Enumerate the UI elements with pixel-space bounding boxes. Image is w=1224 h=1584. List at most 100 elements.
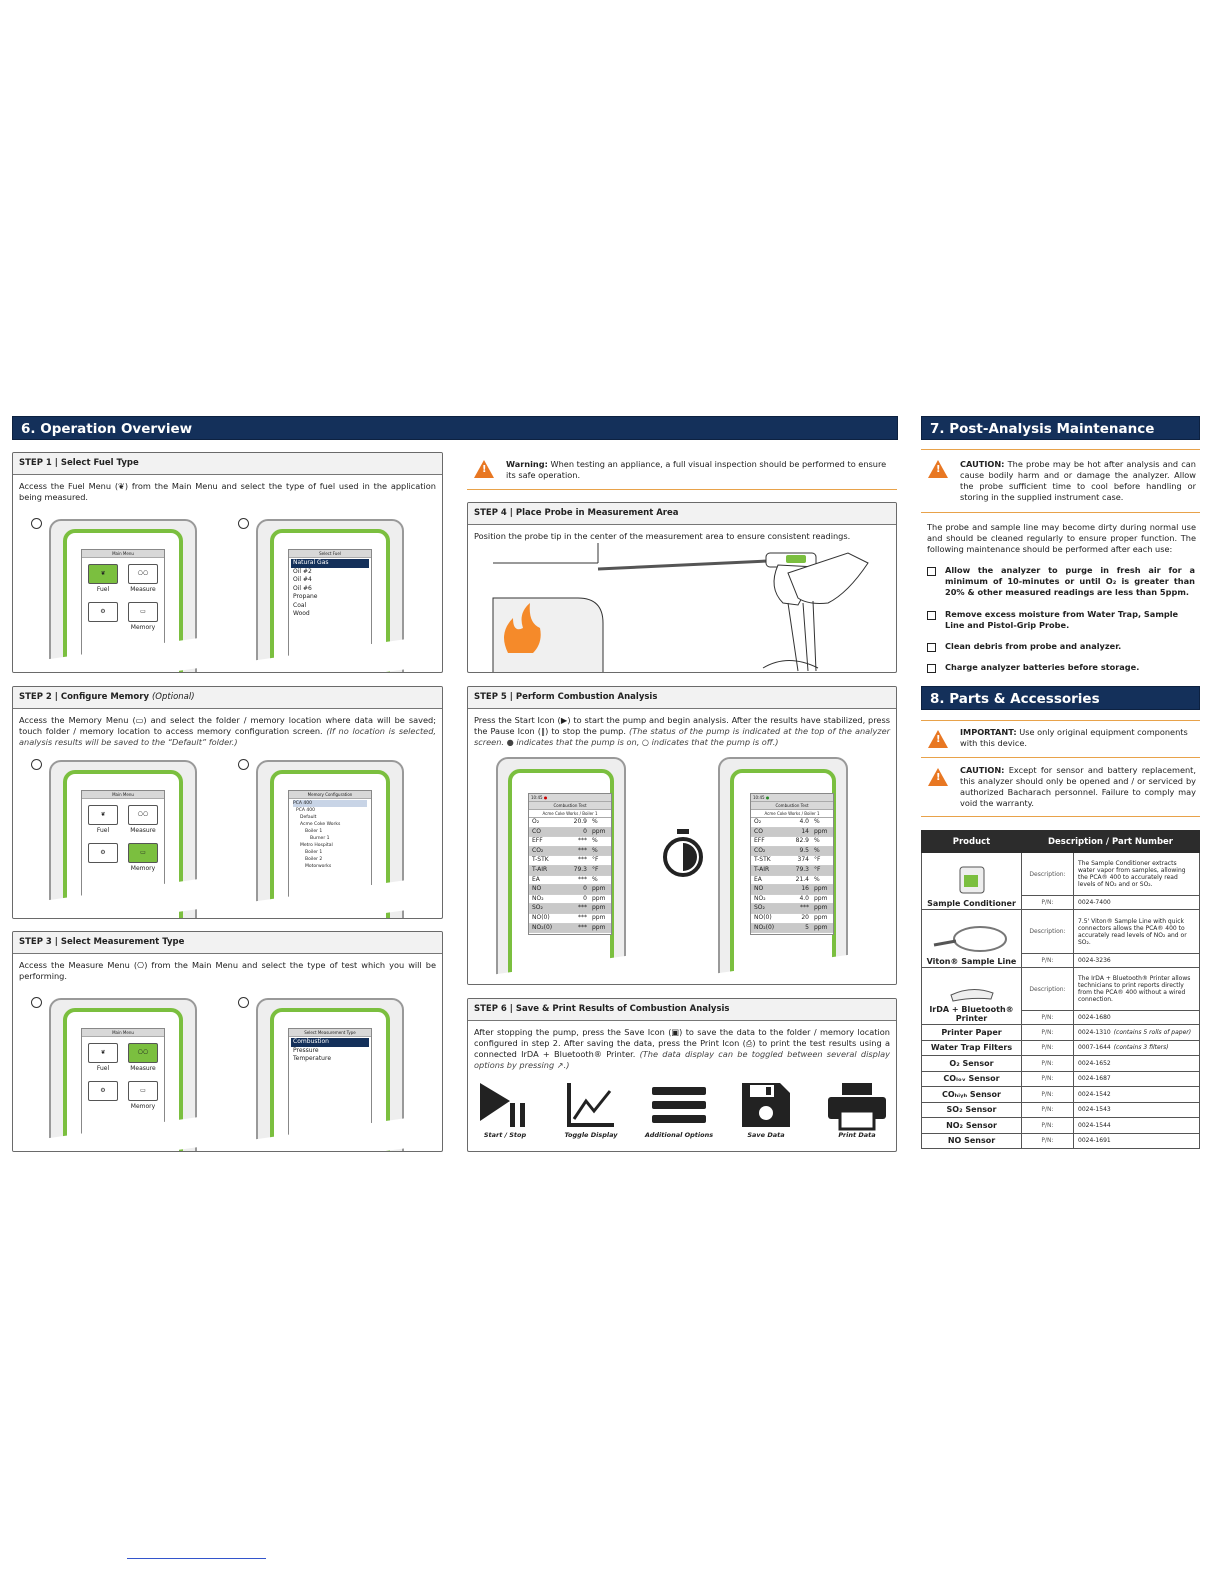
step1-radio-b[interactable] bbox=[238, 518, 249, 529]
probe-illustration bbox=[492, 543, 869, 672]
measurement-list: Combustion Pressure Temperature bbox=[289, 1037, 371, 1065]
chart-icon[interactable]: ↗ bbox=[762, 934, 772, 935]
measure-tile[interactable]: ⎔⎔ bbox=[128, 1043, 158, 1063]
footer-link-underline[interactable] bbox=[127, 1558, 266, 1559]
reading-label: EA bbox=[532, 875, 540, 883]
caution2-rule-bottom bbox=[921, 816, 1200, 817]
screen-title: Main Menu bbox=[82, 791, 164, 799]
tree-root[interactable]: PCA 400 bbox=[293, 800, 367, 807]
reading-unit: ppm bbox=[814, 894, 828, 902]
product-name: SO₂ Sensor bbox=[921, 1101, 1022, 1118]
fuel-option[interactable]: Coal bbox=[293, 601, 307, 609]
parts-header-row: Product Description / Part Number bbox=[921, 830, 1200, 853]
reading-row: T-STK***°F bbox=[529, 856, 611, 866]
reading-unit: % bbox=[592, 818, 598, 825]
fuel-tile[interactable]: ❦ bbox=[88, 805, 118, 825]
fuel-option[interactable]: Oil #2 bbox=[293, 567, 312, 575]
step6-box: STEP 6 | Save & Print Results of Combust… bbox=[467, 998, 897, 1152]
fuel-option[interactable]: Wood bbox=[293, 610, 310, 617]
reading-unit: ppm bbox=[592, 885, 606, 893]
reading-value: 4.0 bbox=[799, 818, 809, 825]
checklist-box[interactable] bbox=[927, 664, 936, 673]
save-icon[interactable]: ▣ bbox=[562, 934, 573, 935]
tree-node[interactable]: Metro Hospital bbox=[300, 843, 333, 848]
reading-value: *** bbox=[578, 856, 587, 864]
checklist-box[interactable] bbox=[927, 611, 936, 620]
reading-label: T-AIR bbox=[754, 865, 770, 873]
tree-node[interactable]: Acme Coke Works bbox=[300, 822, 341, 827]
fuel-tile[interactable]: ❦ bbox=[88, 564, 118, 584]
settings-tile[interactable]: ⚙ bbox=[88, 602, 118, 622]
checklist-box[interactable] bbox=[927, 567, 936, 576]
step6-title: STEP 6 | Save & Print Results of Combust… bbox=[468, 999, 896, 1021]
caution1-rule-top bbox=[921, 449, 1200, 450]
reading-label: NO₂ bbox=[532, 894, 544, 902]
step2-radio-b[interactable] bbox=[238, 759, 249, 770]
table-row: Sample Conditioner Description: The Samp… bbox=[921, 852, 1200, 910]
caution-icon: ! bbox=[928, 768, 948, 786]
tree-node[interactable]: Burner 1 bbox=[310, 836, 330, 841]
tree-node[interactable]: Motorworks bbox=[305, 864, 332, 869]
flame-icon bbox=[504, 603, 541, 653]
settings-tile[interactable]: ⚙ bbox=[88, 1081, 118, 1101]
measurement-option[interactable]: Temperature bbox=[293, 1055, 332, 1062]
fuel-tile[interactable]: ❦ bbox=[88, 1043, 118, 1063]
checklist-box[interactable] bbox=[927, 643, 936, 652]
chart-icon[interactable]: ↗ bbox=[541, 934, 551, 935]
fuel-option[interactable]: Propane bbox=[293, 593, 318, 600]
memory-tile[interactable]: ▭ bbox=[128, 1081, 158, 1101]
menu-icon[interactable]: ☰ bbox=[551, 934, 561, 935]
fuel-option[interactable]: Oil #4 bbox=[293, 576, 312, 583]
measure-tile[interactable]: ⎔⎔ bbox=[128, 564, 158, 584]
measurement-option[interactable]: Pressure bbox=[293, 1046, 319, 1054]
product-name: IrDA + Bluetooth® Printer bbox=[929, 1005, 1014, 1023]
step3-box: STEP 3 | Select Measurement Type Access … bbox=[12, 931, 443, 1152]
flame-icon: ❦ bbox=[100, 1049, 106, 1056]
tree-node[interactable]: Boiler 2 bbox=[305, 857, 323, 862]
reading-row: EFF***% bbox=[529, 837, 611, 847]
sample-conditioner-image bbox=[959, 866, 984, 894]
step1-radio-a[interactable] bbox=[31, 518, 42, 529]
memory-tile[interactable]: ▭ bbox=[128, 602, 158, 622]
fuel-option[interactable]: Natural Gas bbox=[291, 559, 369, 568]
print-icon[interactable]: ⎙ bbox=[572, 934, 582, 935]
reading-value: 0 bbox=[583, 885, 587, 893]
step1-box: STEP 1 | Select Fuel Type Access the Fue… bbox=[12, 452, 443, 673]
measure-tile[interactable]: ⎔⎔ bbox=[128, 805, 158, 825]
menu-icon[interactable]: ☰ bbox=[771, 934, 781, 935]
tree-node[interactable]: Boiler 1 bbox=[305, 829, 323, 834]
step2-radio-a[interactable] bbox=[31, 759, 42, 770]
pn-cell: 0024-1687 bbox=[1073, 1070, 1200, 1087]
pause-icon[interactable]: ‖ bbox=[754, 934, 762, 935]
description-label: Description: bbox=[1021, 967, 1074, 1011]
pn-value: 0024-3236 bbox=[1073, 953, 1200, 968]
memory-tile[interactable]: ▭ bbox=[128, 843, 158, 863]
step3-radio-a[interactable] bbox=[31, 997, 42, 1008]
play-icon[interactable]: ▶ bbox=[532, 934, 541, 935]
reading-value: 16 bbox=[801, 885, 809, 893]
reading-unit: °F bbox=[814, 865, 821, 873]
save-icon[interactable]: ▣ bbox=[782, 934, 793, 935]
measurement-option[interactable]: Combustion bbox=[291, 1038, 369, 1047]
tree-node[interactable]: Default bbox=[300, 815, 317, 820]
print-data-label: Print Data bbox=[838, 1131, 876, 1139]
tree-node[interactable]: PCA 400 bbox=[296, 808, 315, 813]
step2-note: (If no location is selected, analysis re… bbox=[19, 726, 437, 747]
step3-radio-b[interactable] bbox=[238, 997, 249, 1008]
combustion-screen-running: 10:45 ● Combustion Test Acme Coke Works … bbox=[528, 793, 612, 935]
tree-node[interactable]: Boiler 1 bbox=[305, 850, 323, 855]
print-icon[interactable]: ⎙ bbox=[792, 934, 802, 935]
reading-label: CO₂ bbox=[532, 846, 544, 854]
pump-off-icon: ● bbox=[765, 795, 770, 800]
reading-label: O₂ bbox=[532, 818, 540, 825]
settings-tile[interactable]: ⚙ bbox=[88, 843, 118, 863]
pn-cell: 0024-1310(contains 5 rolls of paper) bbox=[1073, 1024, 1200, 1041]
fuel-option[interactable]: Oil #6 bbox=[293, 584, 312, 592]
